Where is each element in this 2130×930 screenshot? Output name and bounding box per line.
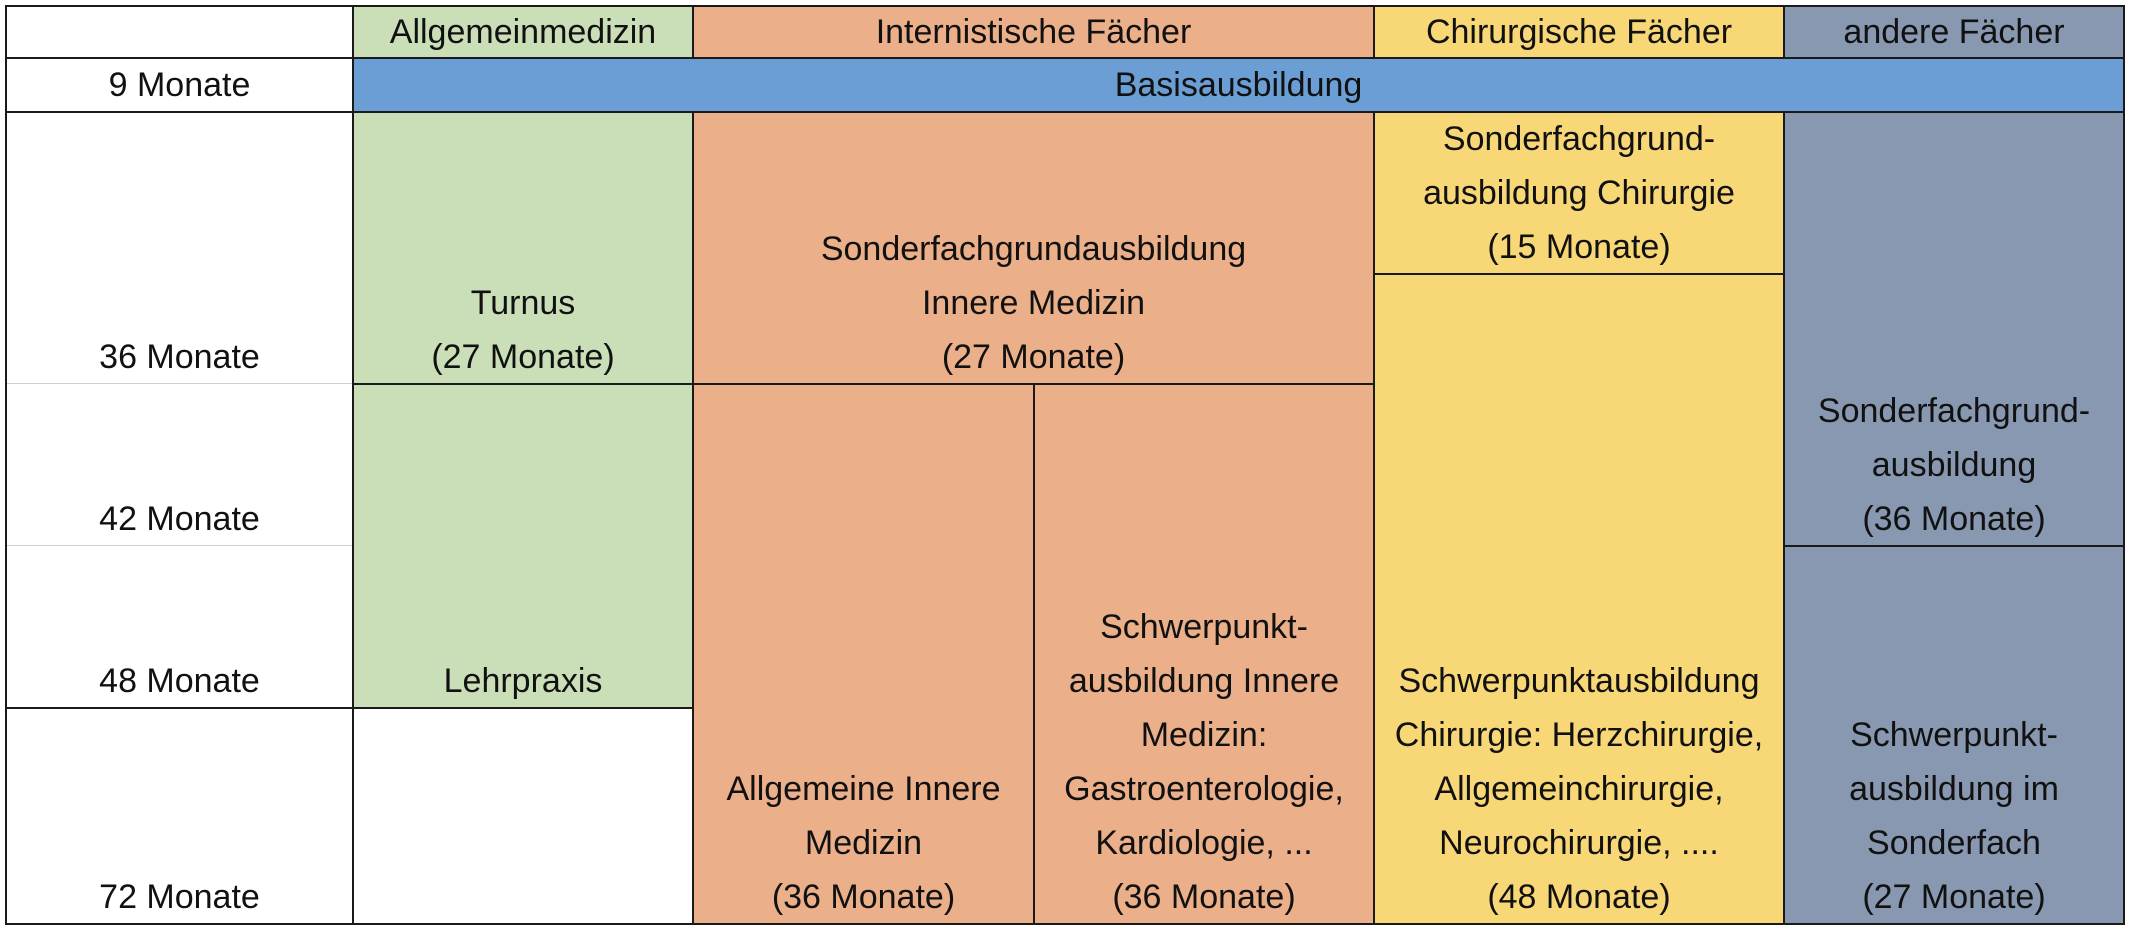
duration-9-monate-label: 9 Monate (108, 66, 251, 104)
schwerpunkt-chirurgie-line-4: Neurochirurgie, .... (1439, 824, 1719, 862)
schwerpunkt-innere-line-6: (36 Monate) (1112, 878, 1296, 916)
basisausbildung-band: Basisausbildung (353, 58, 2124, 112)
innere-grund-line-2: Innere Medizin (921, 284, 1145, 322)
duration-42-monate-label: 42 Monate (99, 500, 260, 538)
table-border (1783, 5, 1785, 58)
duration-72-monate: 72 Monate (6, 708, 353, 924)
andere-schwerpunkt-line-3: Sonderfach (1867, 824, 2041, 862)
schwerpunkt-chirurgie-line-5: (48 Monate) (1487, 878, 1671, 916)
header-empty-cell (6, 6, 353, 58)
schwerpunkt-chirurgie-line-3: Allgemeinchirurgie, (1434, 770, 1724, 808)
schwerpunkt-chirurgie-line-1: Schwerpunktausbildung (1398, 662, 1760, 700)
duration-9-monate: 9 Monate (6, 58, 353, 112)
schwerpunkt-innere-line-5: Kardiologie, ... (1095, 824, 1313, 862)
duration-36-monate-label: 36 Monate (99, 338, 260, 376)
table-border (5, 57, 2125, 59)
schwerpunkt-innere-line-1: Schwerpunkt- (1100, 608, 1308, 646)
allgemeine-innere-line-2: Medizin (804, 824, 923, 862)
table-border (5, 707, 694, 709)
turnus-block: Turnus (27 Monate) (353, 112, 693, 384)
header-internistische-label: Internistische Fächer (875, 13, 1192, 51)
andere-grundausbildung-block: Sonderfachgrund- ausbildung (36 Monate) (1784, 112, 2124, 546)
header-internistische: Internistische Fächer (693, 6, 1374, 58)
allgemeinmedizin-empty-block (353, 708, 693, 924)
lehrpraxis-block: Lehrpraxis (353, 384, 693, 708)
header-allgemeinmedizin-label: Allgemeinmedizin (389, 13, 657, 51)
header-chirurgische-label: Chirurgische Fächer (1425, 13, 1733, 51)
header-andere: andere Fächer (1784, 6, 2124, 58)
andere-schwerpunkt-line-1: Schwerpunkt- (1850, 716, 2058, 754)
innere-grund-line-1: Sonderfachgrundausbildung (820, 230, 1247, 268)
allgemeine-innere-line-3: (36 Monate) (771, 878, 956, 916)
chirurgie-grund-line-1: Sonderfachgrund- (1442, 120, 1716, 158)
table-border (1783, 545, 2125, 547)
basisausbildung-label: Basisausbildung (1114, 66, 1363, 104)
table-border (352, 5, 354, 925)
table-border (352, 383, 1374, 385)
duration-separator (6, 383, 353, 384)
table-border (692, 111, 694, 925)
schwerpunkt-chirurgie-line-2: Chirurgie: Herzchirurgie, (1394, 716, 1764, 754)
chirurgie-grund-line-2: ausbildung Chirurgie (1423, 174, 1735, 212)
andere-schwerpunkt-block: Schwerpunkt- ausbildung im Sonderfach (2… (1784, 546, 2124, 924)
table-border (5, 111, 2125, 113)
innere-grund-line-3: (27 Monate) (941, 338, 1126, 376)
allgemeine-innere-line-1: Allgemeine Innere (726, 770, 1001, 808)
turnus-line-2: (27 Monate) (431, 338, 615, 376)
andere-schwerpunkt-line-4: (27 Monate) (1862, 878, 2046, 916)
schwerpunkt-chirurgie-block: Schwerpunktausbildung Chirurgie: Herzchi… (1374, 274, 1784, 924)
header-chirurgische: Chirurgische Fächer (1374, 6, 1784, 58)
table-border (1373, 273, 1785, 275)
schwerpunkt-innere-line-4: Gastroenterologie, (1064, 770, 1344, 808)
allgemeine-innere-medizin-block: Allgemeine Innere Medizin (36 Monate) (693, 384, 1034, 924)
duration-72-monate-label: 72 Monate (99, 878, 260, 916)
table-border (1373, 111, 1375, 925)
table-border (1373, 5, 1375, 58)
duration-42-monate: 42 Monate (6, 384, 353, 546)
header-allgemeinmedizin: Allgemeinmedizin (353, 6, 693, 58)
table-border (1033, 383, 1035, 925)
duration-48-monate-label: 48 Monate (99, 662, 260, 700)
table-border (5, 923, 2125, 925)
andere-grund-line-1: Sonderfachgrund- (1817, 392, 2091, 430)
andere-schwerpunkt-line-2: ausbildung im (1849, 770, 2059, 808)
table-border (5, 5, 7, 925)
table-border (5, 5, 2125, 7)
header-andere-label: andere Fächer (1843, 13, 2065, 51)
schwerpunkt-innere-line-3: Medizin: (1140, 716, 1268, 754)
chirurgie-grundausbildung-block: Sonderfachgrund- ausbildung Chirurgie (1… (1374, 112, 1784, 274)
table-border (692, 5, 694, 58)
turnus-line-1: Turnus (470, 284, 576, 322)
lehrpraxis-label: Lehrpraxis (443, 662, 603, 700)
table-border (1783, 111, 1785, 925)
schwerpunkt-innere-line-2: ausbildung Innere (1068, 662, 1340, 700)
andere-grund-line-3: (36 Monate) (1862, 500, 2046, 538)
schwerpunkt-innere-medizin-block: Schwerpunkt- ausbildung Innere Medizin: … (1034, 384, 1374, 924)
table-border (2123, 5, 2125, 925)
chirurgie-grund-line-3: (15 Monate) (1487, 228, 1671, 266)
duration-48-monate: 48 Monate (6, 546, 353, 708)
innere-grundausbildung-block: Sonderfachgrundausbildung Innere Medizin… (693, 112, 1374, 384)
duration-separator (6, 545, 353, 546)
duration-36-monate: 36 Monate (6, 112, 353, 384)
andere-grund-line-2: ausbildung (1871, 446, 2037, 484)
